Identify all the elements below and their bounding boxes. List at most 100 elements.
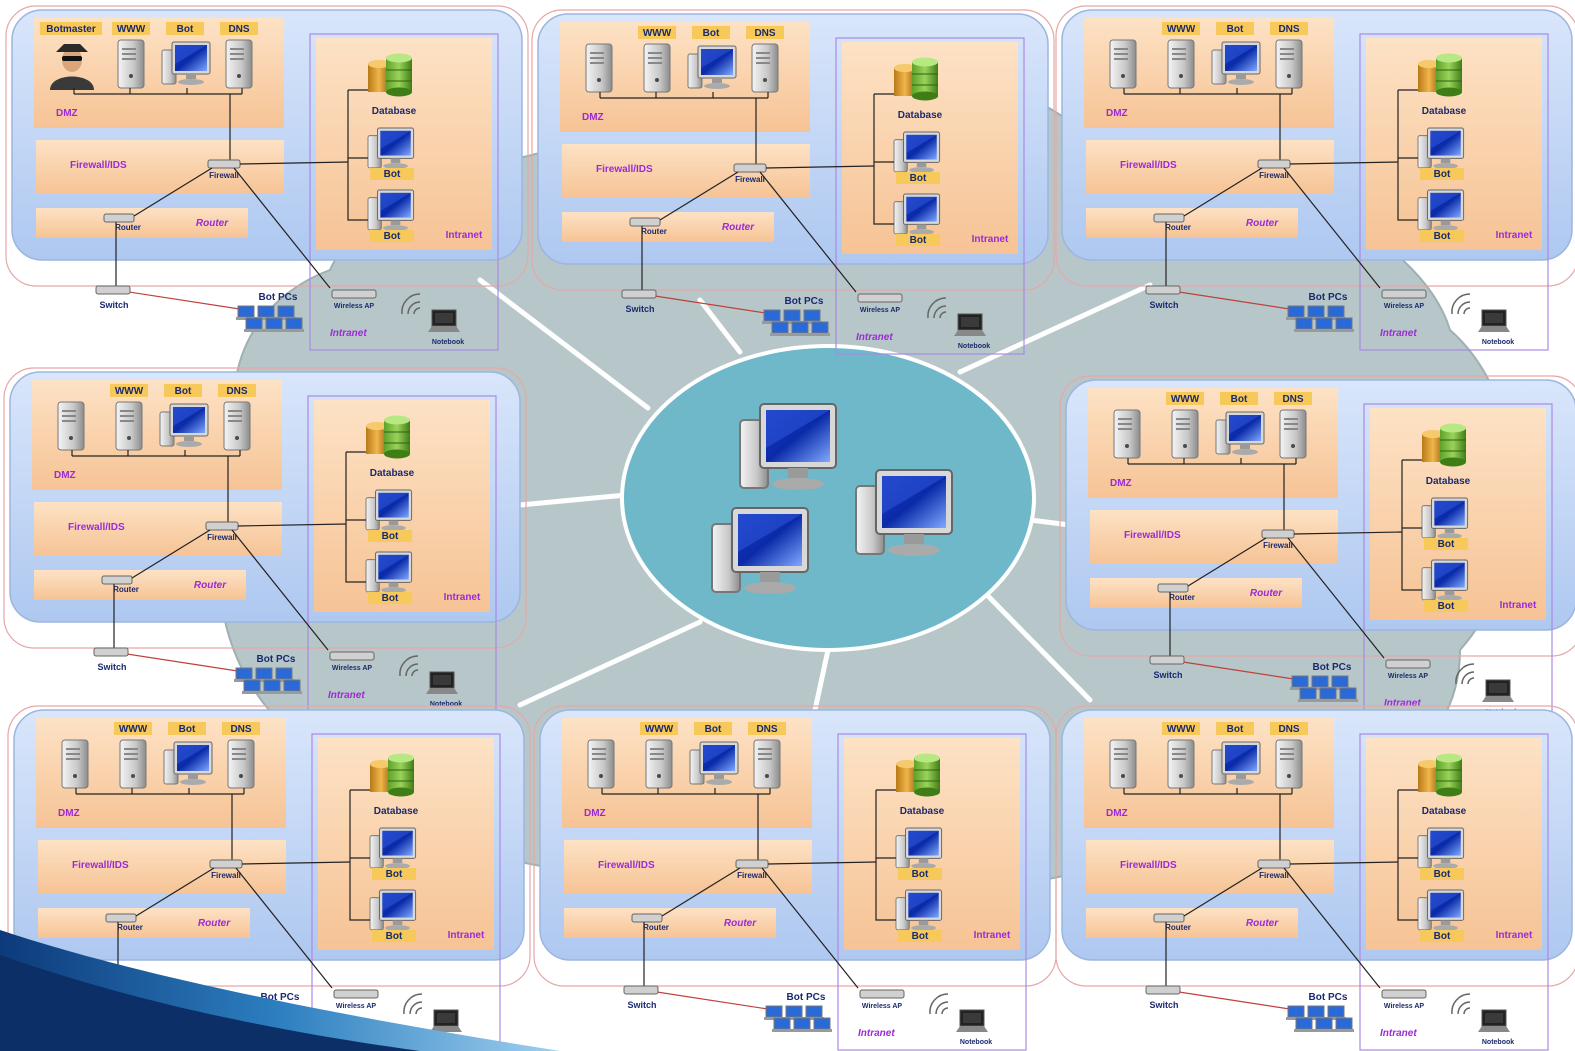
database-label: Database — [898, 110, 943, 121]
wireless-ap-device — [1385, 659, 1431, 669]
notebook-icon — [426, 671, 458, 694]
router-device — [1153, 213, 1185, 223]
bot-computer-icon — [369, 889, 417, 931]
server-icon — [751, 43, 779, 93]
switch-device — [621, 289, 657, 299]
bot-label-bar — [164, 384, 202, 397]
intranet-wireless-label: Intranet — [1380, 328, 1417, 339]
bot-label: Bot — [382, 531, 399, 542]
bot-label-bar — [898, 930, 942, 942]
intranet-frame — [837, 733, 1027, 1051]
wireless-ap-label: Wireless AP — [1388, 673, 1428, 680]
database-icon — [366, 415, 410, 459]
server-icon — [587, 739, 615, 789]
router-label: Router — [115, 223, 141, 232]
firewall-label: Firewall — [1259, 171, 1289, 180]
switch-device — [1149, 655, 1185, 665]
firewall-label: Firewall — [1263, 541, 1293, 550]
firewall-ids-label: Firewall/IDS — [598, 860, 655, 871]
wireless-ap-device — [333, 989, 379, 999]
server-icon — [1109, 739, 1137, 789]
dmz-links — [1127, 458, 1297, 532]
wireless-ap-label: Wireless AP — [332, 665, 372, 672]
switch-label: Switch — [625, 304, 654, 314]
bot-label-bar — [1216, 22, 1254, 35]
intranet-label: Intranet — [974, 930, 1011, 941]
switch-device — [1145, 285, 1181, 295]
dns-label: DNS — [756, 724, 777, 735]
server-icon — [1167, 739, 1195, 789]
router-zone — [1086, 208, 1298, 238]
network-outline — [5, 5, 529, 287]
bot-label-bar — [368, 592, 412, 604]
bot-computer-icon — [369, 827, 417, 869]
switch-device — [623, 985, 659, 995]
router-zone-label: Router — [1246, 918, 1279, 929]
dns-label-bar — [1274, 392, 1312, 405]
wireless-ap-device — [859, 989, 905, 999]
bot-computer-icon — [895, 827, 943, 869]
server-icon — [1167, 39, 1195, 89]
database-label: Database — [1422, 806, 1467, 817]
server-icon — [1275, 39, 1303, 89]
bot-label-bar — [1420, 868, 1464, 880]
server-icon — [57, 401, 85, 451]
bot-label-bar — [1424, 538, 1468, 550]
bot-computer-icon — [1421, 559, 1469, 601]
bot-pcs-icon — [234, 667, 302, 694]
server-icon — [1113, 409, 1141, 459]
wireless-signal-icon — [929, 993, 949, 1015]
database-icon — [894, 57, 938, 101]
router-device — [1157, 583, 1189, 593]
bot-label-bar — [370, 230, 414, 242]
bot-pcs-icon — [764, 1005, 832, 1032]
notebook-icon — [430, 1009, 462, 1032]
bot-label-bar — [166, 22, 204, 35]
dmz-links — [71, 450, 241, 524]
database-icon — [1418, 753, 1462, 797]
firewall-device — [207, 159, 241, 169]
switch-device — [1145, 985, 1181, 995]
www-label-bar — [640, 722, 678, 735]
dns-label-bar — [220, 22, 258, 35]
bot-pcs-label: Bot PCs — [787, 992, 826, 1003]
bot-computer-icon — [159, 403, 209, 447]
hub-computer-icon — [855, 469, 953, 556]
firewall-ids-label: Firewall/IDS — [596, 164, 653, 175]
firewall-zone — [36, 140, 284, 194]
router-device — [101, 575, 133, 585]
firewall-ids-label: Firewall/IDS — [1120, 860, 1177, 871]
bot-computer-icon — [1211, 41, 1261, 85]
dmz-label: DMZ — [582, 112, 604, 123]
bot-pcs-icon — [1290, 675, 1358, 702]
firewall-zone — [38, 840, 286, 894]
database-icon — [896, 753, 940, 797]
switch-label: Switch — [1153, 670, 1182, 680]
wireless-ap-device — [1381, 989, 1427, 999]
www-label-bar — [114, 722, 152, 735]
switch-label: Switch — [97, 662, 126, 672]
dns-label-bar — [1270, 722, 1308, 735]
server-icon — [223, 401, 251, 451]
bot-computer-icon — [689, 741, 739, 785]
www-label-bar — [110, 384, 148, 397]
server-icon — [225, 39, 253, 89]
router-zone — [1086, 908, 1298, 938]
notebook-label: Notebook — [1482, 1039, 1514, 1046]
firewall-ids-label: Firewall/IDS — [68, 522, 125, 533]
intranet-frame — [835, 37, 1025, 355]
www-label: WWW — [1167, 24, 1196, 35]
server-icon — [1109, 39, 1137, 89]
firewall-zone — [1086, 840, 1334, 894]
www-label: WWW — [117, 24, 146, 35]
slide-decoration-dark — [0, 955, 420, 1051]
bot-label: Bot — [384, 169, 401, 180]
notebook-icon — [428, 309, 460, 332]
intranet-frame — [1359, 33, 1549, 351]
notebook-icon — [954, 313, 986, 336]
router-zone — [1090, 578, 1302, 608]
database-label: Database — [374, 806, 419, 817]
